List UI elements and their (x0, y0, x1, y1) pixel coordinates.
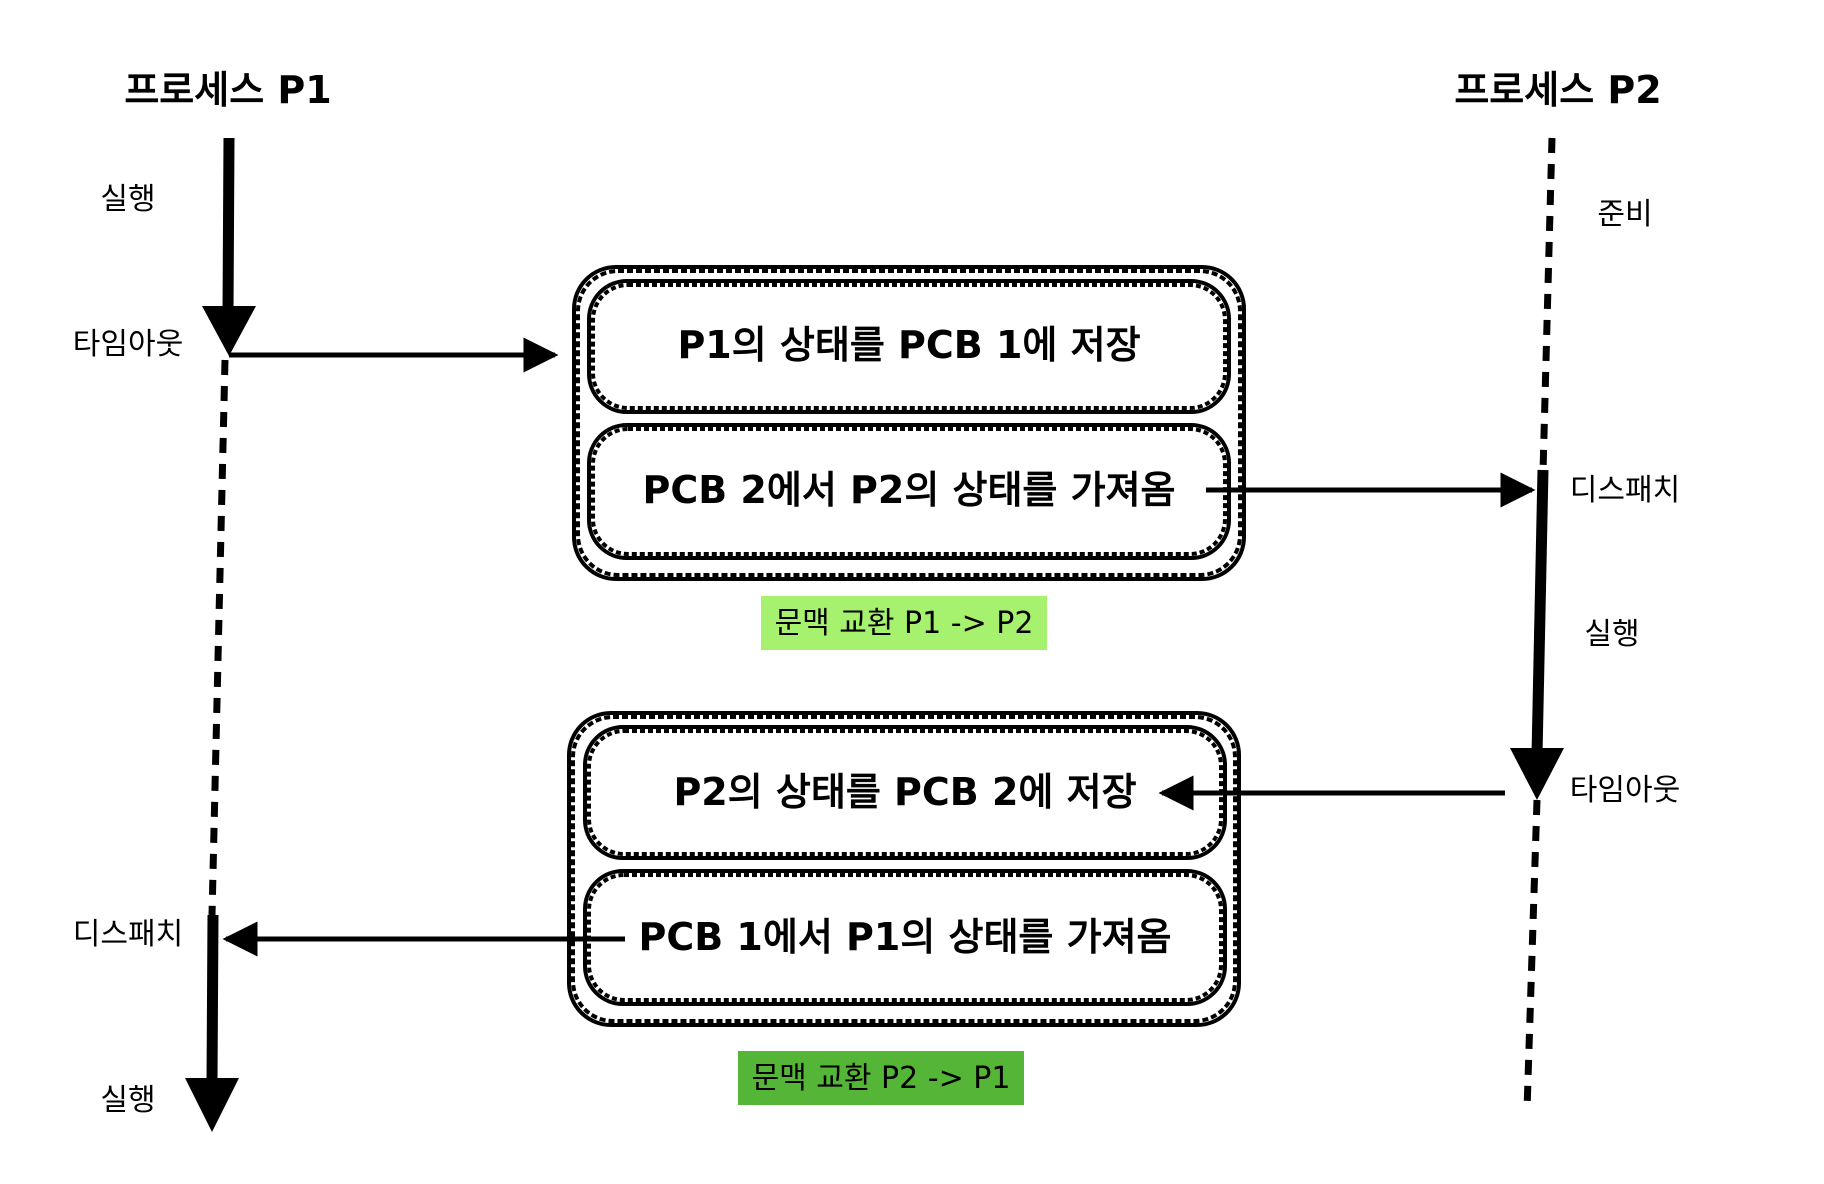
p1-running-line (222, 137, 235, 313)
p1-running-arrowhead-2 (185, 1078, 239, 1132)
p1-waiting-dotted-line (208, 359, 229, 916)
process-p1-title: 프로세스 P1 (124, 68, 331, 112)
context-switch-1-outer-box (572, 265, 1246, 581)
p1-state-running-again: 실행 (100, 1083, 155, 1118)
save-p1-step-box (587, 279, 1231, 414)
context-switch-1-caption-bg (761, 596, 1047, 650)
context-switch-2-caption-bg (738, 1051, 1024, 1105)
p2-running-arrowhead (1510, 748, 1564, 800)
p2-state-ready: 준비 (1597, 197, 1652, 232)
p1-state-timeout: 타임아웃 (73, 327, 183, 362)
process-p2-title: 프로세스 P2 (1454, 68, 1661, 112)
p1-running-line-2 (206, 914, 219, 1083)
context-switch-2-caption: 문맥 교환 P2 -> P1 (752, 1061, 1011, 1096)
context-switch-2-group: P2의 상태를 PCB 2에 저장 PCB 1에서 P1의 상태를 가져옴 문맥… (567, 711, 1241, 1105)
p2-state-timeout: 타임아웃 (1570, 773, 1680, 808)
context-switch-1-group: P1의 상태를 PCB 1에 저장 PCB 2에서 P2의 상태를 가져옴 문맥… (572, 265, 1246, 650)
load-p2-step-text: PCB 2에서 P2의 상태를 가져옴 (643, 468, 1176, 512)
p2-state-dispatch: 디스패치 (1570, 473, 1680, 508)
context-switch-1-caption: 문맥 교환 P1 -> P2 (775, 606, 1034, 641)
p2-state-running: 실행 (1584, 617, 1639, 652)
p2-waiting-dotted-line (1523, 799, 1541, 1111)
context-switch-2-outer-box (567, 711, 1241, 1027)
p1-state-running: 실행 (100, 182, 155, 217)
p2-ready-dotted-line (1539, 137, 1556, 473)
context-switch-1-outer-box-sketch (576, 269, 1242, 577)
p2-running-line (1531, 469, 1549, 756)
p1-state-dispatch: 디스패치 (73, 917, 183, 952)
context-switch-2-outer-box-sketch (571, 715, 1237, 1023)
save-p2-step-text: P2의 상태를 PCB 2에 저장 (673, 770, 1136, 814)
save-p1-step-box-sketch (591, 283, 1227, 410)
load-p1-step-text: PCB 1에서 P1의 상태를 가져옴 (639, 915, 1172, 959)
save-p1-step-text: P1의 상태를 PCB 1에 저장 (677, 323, 1140, 367)
p1-running-arrowhead (202, 306, 256, 356)
